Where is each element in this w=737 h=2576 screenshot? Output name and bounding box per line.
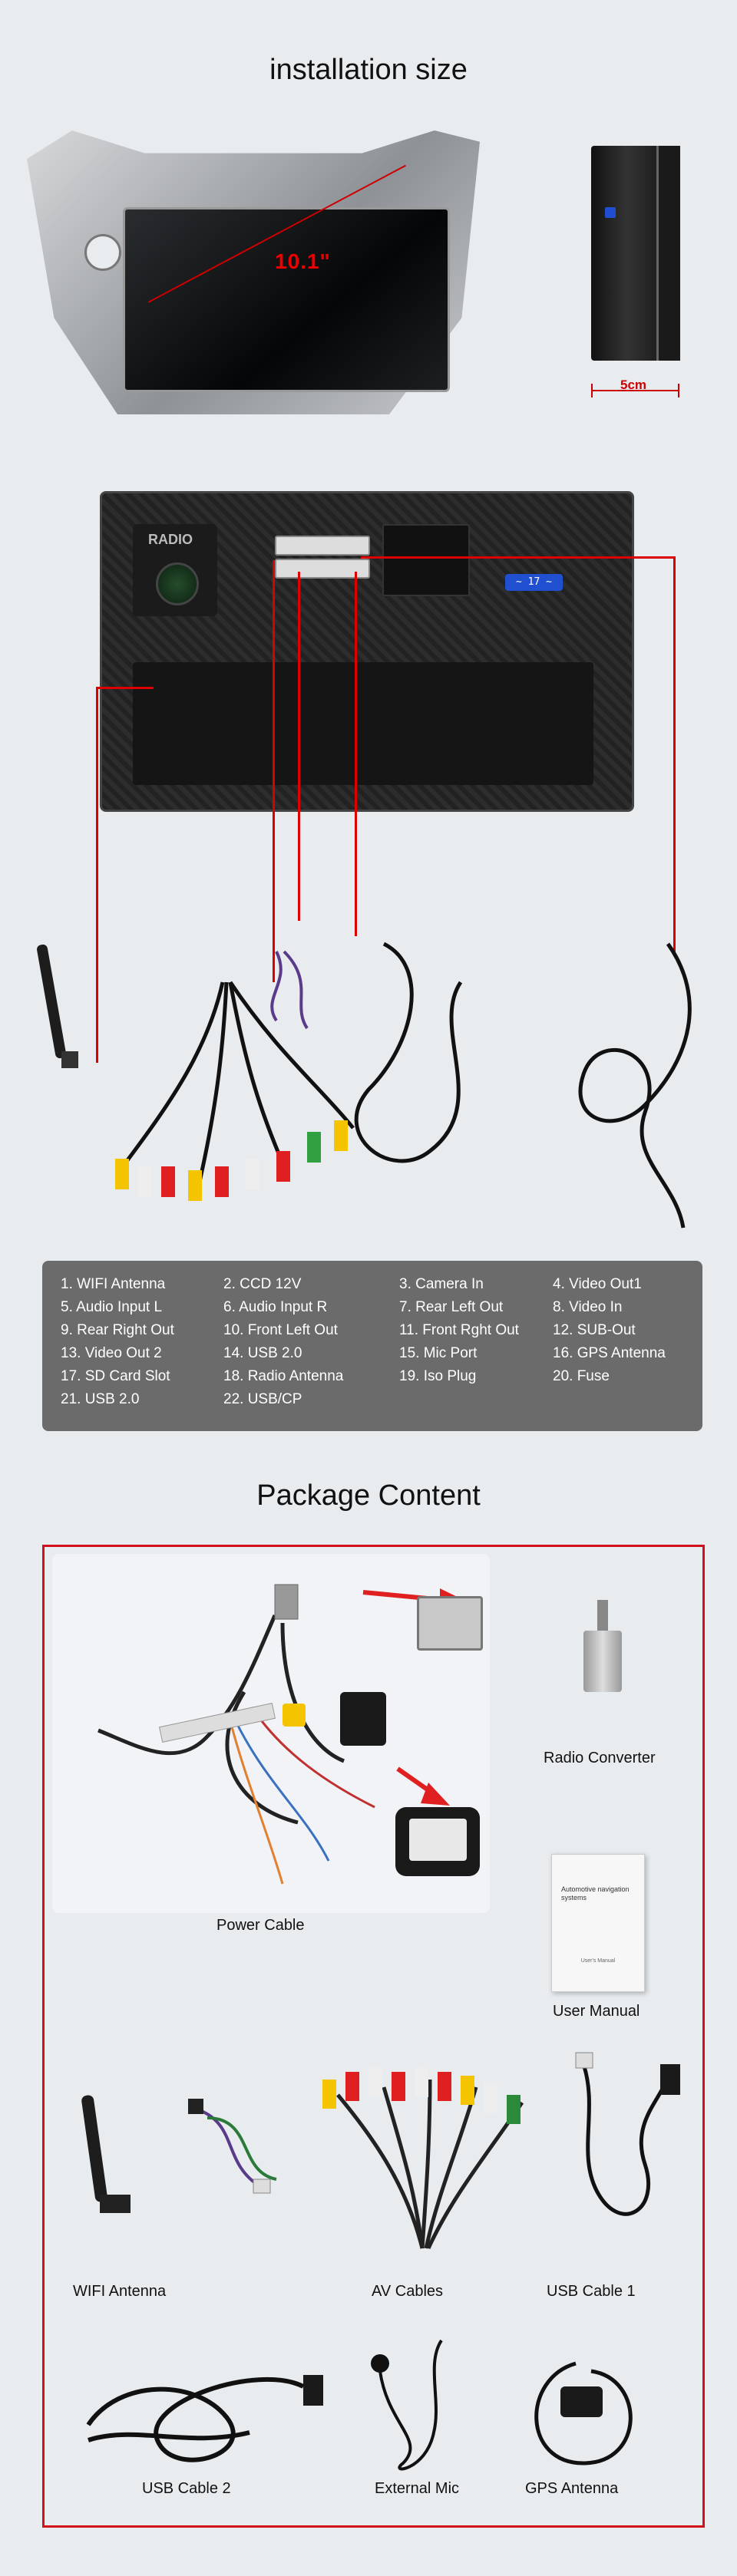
harness-pins — [409, 1819, 467, 1861]
radio-connector-icon — [156, 562, 199, 605]
legend-item: 6. Audio Input R — [223, 1299, 328, 1315]
power-cable-panel — [52, 1554, 490, 1913]
legend-item: 16. GPS Antenna — [553, 1345, 666, 1361]
connector-line-usb1 — [355, 572, 357, 936]
legend-item: 3. Camera In — [399, 1276, 484, 1292]
installation-size-heading: installation size — [269, 54, 468, 86]
usb-cable-2-icon — [578, 942, 692, 1229]
legend-item: 14. USB 2.0 — [223, 1345, 302, 1361]
legend-item: 4. Video Out1 — [553, 1276, 642, 1292]
camera-cable-icon — [188, 2099, 277, 2194]
camera-mic-cable-icon — [270, 950, 309, 1030]
arrow-down-icon — [396, 1766, 450, 1806]
connector-line-mic — [298, 572, 300, 921]
caption-usb-cable-2: USB Cable 2 — [142, 2480, 231, 2497]
legend-item: 11. Front Rght Out — [399, 1322, 519, 1338]
manual-title: Automotive navigation systems — [561, 1885, 630, 1901]
radio-port-label: RADIO — [148, 532, 193, 547]
rca-plugs-icon — [115, 1120, 348, 1201]
legend-item: 15. Mic Port — [399, 1345, 478, 1361]
wifi-antenna-item-icon — [81, 2095, 131, 2213]
caption-av-cables: AV Cables — [372, 2283, 444, 2300]
harness-plug-bottom — [275, 559, 370, 579]
cables-illustration — [37, 942, 692, 1229]
connector-line-wifi — [96, 687, 98, 1063]
connector-legend: 1. WIFI Antenna 2. CCD 12V 3. Camera In … — [42, 1261, 702, 1431]
depth-label: 5cm — [620, 378, 647, 392]
dimension-line — [591, 390, 679, 391]
legend-item: 8. Video In — [553, 1299, 623, 1315]
connector-detail-icon — [417, 1596, 483, 1651]
legend-item: 18. Radio Antenna — [223, 1368, 344, 1384]
legend-item: 20. Fuse — [553, 1368, 610, 1384]
connector-line-usb2 — [673, 556, 676, 955]
legend-item: 2. CCD 12V — [223, 1276, 302, 1292]
radio-converter-icon — [583, 1631, 622, 1692]
head-unit-back-panel: RADIO ~ 17 ~ — [100, 491, 634, 812]
caption-radio-converter: Radio Converter — [544, 1750, 656, 1766]
legend-item: 7. Rear Left Out — [399, 1299, 504, 1315]
caption-wifi-antenna: WIFI Antenna — [73, 2283, 167, 2300]
legend-item: 19. Iso Plug — [399, 1368, 477, 1384]
manual-subtitle: User's Manual — [580, 1958, 616, 1964]
radio-antenna-port: RADIO — [133, 524, 217, 616]
legend-item: 1. WIFI Antenna — [61, 1276, 166, 1292]
av-cable-bundle-icon — [121, 981, 355, 1182]
legend-item: 22. USB/CP — [223, 1391, 302, 1407]
usb-cable-1-item-icon — [575, 2052, 680, 2216]
caption-external-mic: External Mic — [375, 2480, 460, 2497]
main-socket — [382, 524, 470, 596]
legend-item: 21. USB 2.0 — [61, 1391, 140, 1407]
wifi-antenna-icon — [37, 944, 78, 1068]
head-unit-front-view: 10.1" — [27, 130, 480, 414]
external-mic-icon — [371, 2339, 443, 2471]
caption-gps-antenna: GPS Antenna — [525, 2480, 619, 2497]
heatsink-area — [133, 662, 593, 785]
side-connector-icon — [605, 207, 616, 218]
package-content-frame — [42, 1545, 705, 2528]
harness-plug-top — [275, 536, 370, 556]
gps-antenna-icon — [534, 2361, 633, 2466]
legend-item: 17. SD Card Slot — [61, 1368, 170, 1384]
caption-power-cable: Power Cable — [216, 1917, 305, 1934]
side-view-face — [656, 146, 680, 361]
screen-size-label: 10.1" — [275, 249, 331, 273]
unit-screen: 10.1" — [123, 164, 450, 392]
legend-item: 13. Video Out 2 — [61, 1345, 162, 1361]
caption-usb-cable-1: USB Cable 1 — [547, 2283, 636, 2300]
legend-item: 5. Audio Input L — [61, 1299, 163, 1315]
connector-line-wifi-h — [96, 687, 154, 689]
legend-item: 9. Rear Right Out — [61, 1322, 174, 1338]
usb-cable-1-icon — [354, 942, 463, 1163]
user-manual-icon: Automotive navigation systems User's Man… — [551, 1854, 645, 1992]
legend-item: 12. SUB-Out — [553, 1322, 636, 1338]
package-content-heading: Package Content — [256, 1479, 481, 1512]
connector-line-usb2-h — [361, 556, 676, 559]
connector-line-av — [273, 560, 275, 982]
legend-item: 10. Front Left Out — [223, 1322, 338, 1338]
av-cables-icon — [322, 2068, 524, 2250]
usb-cable-2-item-icon — [86, 2375, 323, 2462]
dip-switch: ~ 17 ~ — [505, 574, 563, 591]
radio-converter-pin — [597, 1600, 608, 1631]
knob-hole — [84, 234, 121, 271]
power-cable-icon — [97, 1584, 386, 1885]
caption-user-manual: User Manual — [553, 2003, 640, 2020]
